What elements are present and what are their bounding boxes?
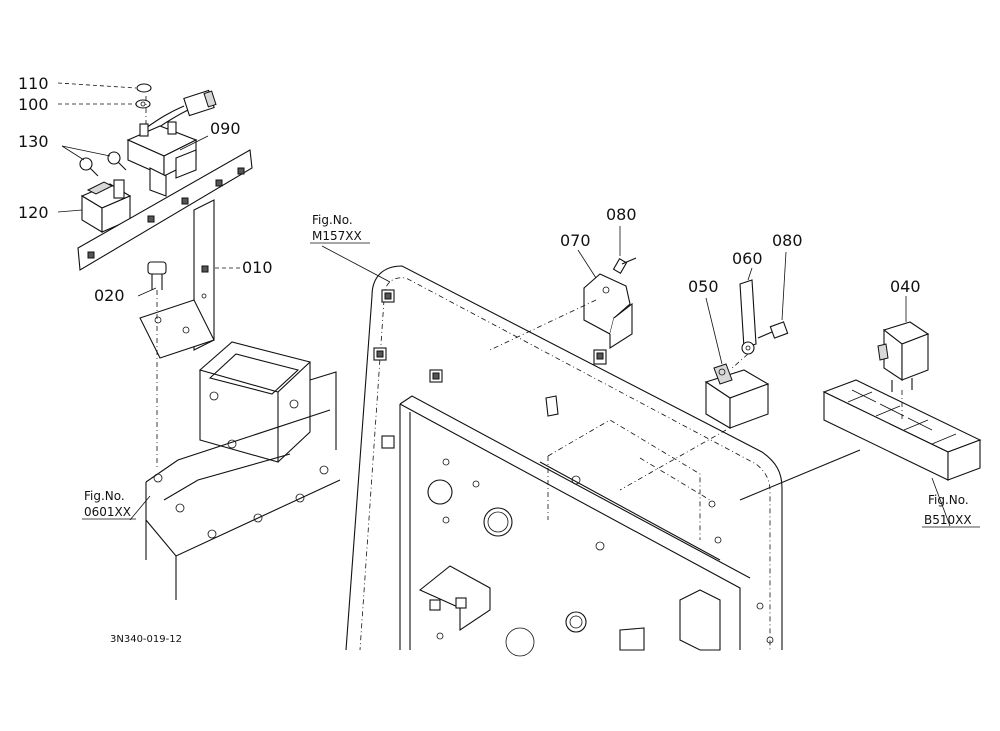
- relay-040-and-socket: [822, 321, 982, 481]
- callout-080-right: 080: [772, 231, 803, 250]
- relay-bracket-assembly: [77, 83, 253, 470]
- callout-120: 120: [18, 203, 49, 222]
- dashboard-panel-outline: [345, 265, 861, 657]
- callout-040: 040: [890, 277, 921, 296]
- callout-020: 020: [94, 286, 125, 305]
- callout-110: 110: [18, 74, 49, 93]
- engine-frame-outline: [145, 341, 341, 600]
- figref-0601-label: Fig.No.: [84, 489, 125, 503]
- callout-labels: 110 100 130 090 120 010 020 080 070 060 …: [18, 74, 921, 305]
- relay-070-and-bolt-080: [489, 257, 637, 351]
- callout-010: 010: [242, 258, 273, 277]
- callout-130: 130: [18, 132, 49, 151]
- strap-060-and-bolt-080: [729, 279, 789, 371]
- drawing-code: 3N340-019-12: [110, 634, 182, 645]
- callout-100: 100: [18, 95, 49, 114]
- figref-b510-label: Fig.No.: [928, 493, 969, 507]
- flasher-050: [619, 363, 770, 491]
- figref-m157-label: Fig.No.: [312, 213, 353, 227]
- figref-b510-number: B510XX: [924, 513, 972, 527]
- callout-060: 060: [732, 249, 763, 268]
- callout-080-top: 080: [606, 205, 637, 224]
- callout-090: 090: [210, 119, 241, 138]
- callout-050: 050: [688, 277, 719, 296]
- figref-m157-number: M157XX: [312, 229, 362, 243]
- callout-070: 070: [560, 231, 591, 250]
- figref-0601-number: 0601XX: [84, 505, 131, 519]
- figure-references: Fig.No. M157XX Fig.No. 0601XX Fig.No. B5…: [82, 213, 980, 528]
- leader-lines: [57, 82, 951, 527]
